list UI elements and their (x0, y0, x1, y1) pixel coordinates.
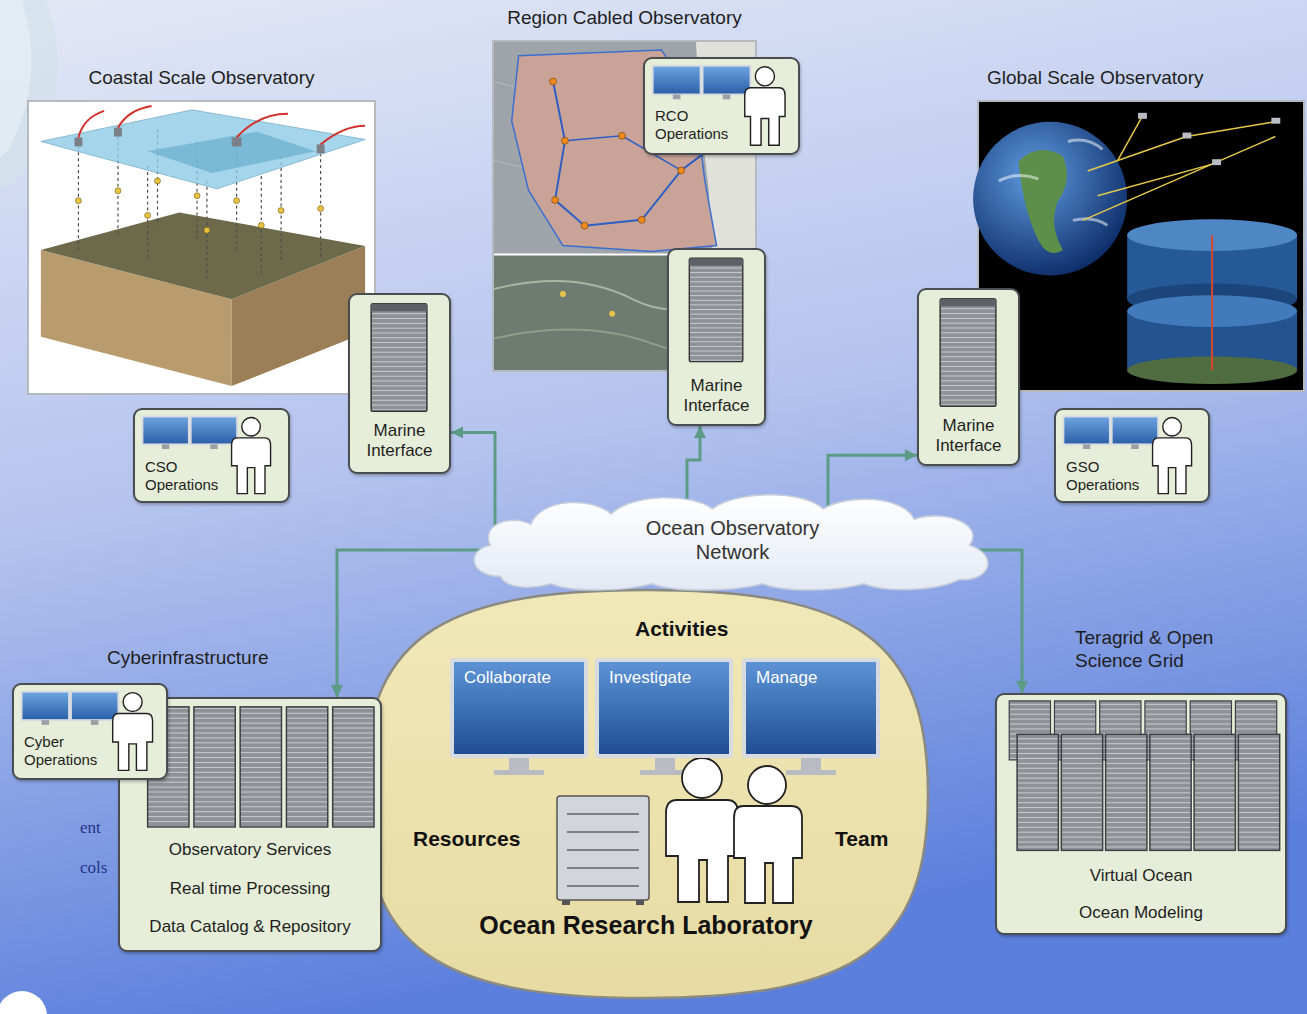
panel-heading: Global Scale Observatory (987, 67, 1204, 90)
operations-box: RCO Operations (643, 57, 800, 155)
operations-label: CSO Operations (145, 458, 218, 494)
compute-grid-box: Teragrid & Open Science GridVirtual Ocea… (995, 693, 1287, 935)
service-label: Observatory Services (169, 840, 332, 860)
activity-screen: Manage (742, 658, 880, 758)
instrument-dots (75, 178, 323, 233)
coastal-observatory-illustration (29, 102, 374, 393)
operations-box: Cyber Operations (12, 683, 168, 780)
observatory-panel: Coastal Scale Observatory (27, 100, 376, 395)
cut-off-text: cols (80, 858, 107, 878)
resource-label: Resources (413, 826, 520, 851)
satellite-links (1083, 117, 1276, 221)
interface-label: Marine Interface (366, 421, 432, 462)
ocean-columns (1127, 219, 1297, 384)
operations-label: RCO Operations (655, 107, 728, 143)
team-figures (666, 758, 802, 903)
group-heading: Teragrid & Open Science Grid (1075, 627, 1275, 673)
cloud-label: Ocean Observatory Network (615, 516, 850, 564)
network-cloud: Ocean Observatory Network (460, 488, 1005, 592)
service-label: Real time Processing (170, 879, 331, 899)
server-cabinet (557, 796, 649, 905)
laboratory-title: Ocean Research Laboratory (479, 910, 812, 940)
activity-label: Manage (756, 668, 817, 688)
service-label: Data Catalog & Repository (149, 917, 350, 937)
laboratory-oval: ActivitiesResources TeamOcean Research La… (362, 588, 930, 1000)
background-dot (0, 991, 47, 1014)
buoys (74, 128, 324, 154)
cut-off-text: ent (80, 818, 101, 838)
marine-interface-box: Marine Interface (917, 288, 1020, 466)
marine-interface-box: Marine Interface (348, 293, 451, 474)
compute-grid-racks (997, 695, 1285, 933)
interface-label: Marine Interface (935, 416, 1001, 457)
operations-box: GSO Operations (1054, 408, 1210, 503)
global-observatory-illustration (979, 102, 1303, 390)
operations-box: CSO Operations (133, 408, 290, 503)
monitor-stands (494, 758, 836, 775)
section-heading: Activities (635, 616, 728, 641)
observatory-panel: Global Scale Observatory (977, 100, 1305, 392)
panel-heading: Coastal Scale Observatory (89, 67, 315, 90)
marine-interface-box: Marine Interface (667, 248, 766, 426)
satellites (1138, 113, 1280, 165)
activity-screen: Collaborate (450, 658, 588, 758)
connector-arrow (451, 432, 495, 538)
activity-label: Investigate (609, 668, 691, 688)
telemetry-links (78, 106, 365, 144)
panel-heading: Region Cabled Observatory (507, 7, 741, 30)
interface-label: Marine Interface (683, 376, 749, 417)
operations-label: GSO Operations (1066, 458, 1139, 494)
service-label: Virtual Ocean (1090, 866, 1193, 886)
group-heading: Cyberinfrastructure (107, 647, 269, 670)
team-label: Team (835, 826, 888, 851)
activity-screen: Investigate (595, 658, 733, 758)
activity-label: Collaborate (464, 668, 551, 688)
network-cloud (460, 488, 1005, 592)
service-label: Ocean Modeling (1079, 903, 1203, 923)
operations-label: Cyber Operations (24, 733, 97, 769)
